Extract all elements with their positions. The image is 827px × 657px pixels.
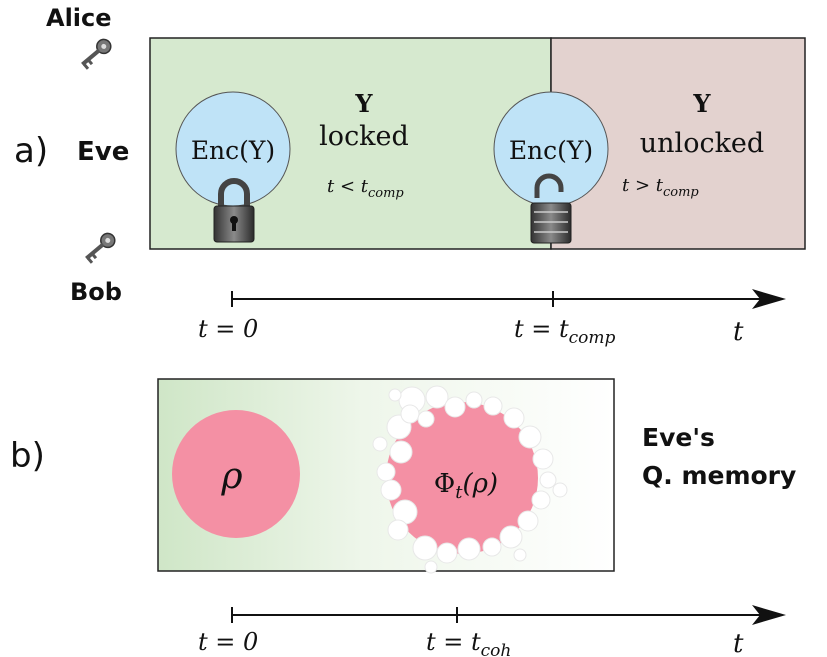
unlocked-title: Y <box>692 89 711 118</box>
alice-label: Alice <box>46 4 112 32</box>
bob-key-icon <box>85 232 116 264</box>
enc-label-locked: Enc(Y) <box>191 136 275 165</box>
tick-comp-label: t = tcomp <box>514 315 616 348</box>
panel-b: b) ρ Φt(ρ) Eve's Q. memory <box>10 378 796 657</box>
decoherence-noise <box>372 385 568 574</box>
axis-arrowhead <box>752 289 786 309</box>
unlocked-word: unlocked <box>640 128 764 159</box>
tick-start-label: t = 0 <box>198 315 258 343</box>
initial-state-circle <box>172 410 300 538</box>
panel-b-label: b) <box>10 436 45 476</box>
alice-key-icon <box>81 38 112 70</box>
locked-title: Y <box>354 89 373 118</box>
phi-label: Φt(ρ) <box>434 469 498 503</box>
enc-label-unlocked: Enc(Y) <box>509 136 593 165</box>
tick-coh-label: t = tcoh <box>426 628 511 657</box>
padlock-open-icon <box>530 173 572 244</box>
unlocked-condition: t > tcomp <box>622 175 699 200</box>
tick-start-label: t = 0 <box>198 628 258 656</box>
time-axis-b: t = 0 t = tcoh t <box>198 605 786 657</box>
eve-label: Eve <box>77 137 129 167</box>
panel-a-label: a) <box>14 131 48 171</box>
bob-label: Bob <box>70 278 122 306</box>
rho-label: ρ <box>220 456 242 497</box>
axis-end-label: t <box>733 317 744 347</box>
axis-end-label: t <box>733 629 744 657</box>
decohered-state: Φt(ρ) <box>372 385 568 574</box>
time-axis-a: t = 0 t = tcomp t <box>198 289 786 348</box>
memory-label-line1: Eve's <box>642 423 715 452</box>
axis-arrowhead <box>752 605 786 625</box>
padlock-closed-icon <box>213 178 255 243</box>
locked-word: locked <box>319 121 409 152</box>
memory-label-line2: Q. memory <box>642 461 796 490</box>
panel-a: a) Alice Eve Bob Enc(Y) <box>14 4 806 348</box>
locked-condition: t < tcomp <box>327 176 404 201</box>
